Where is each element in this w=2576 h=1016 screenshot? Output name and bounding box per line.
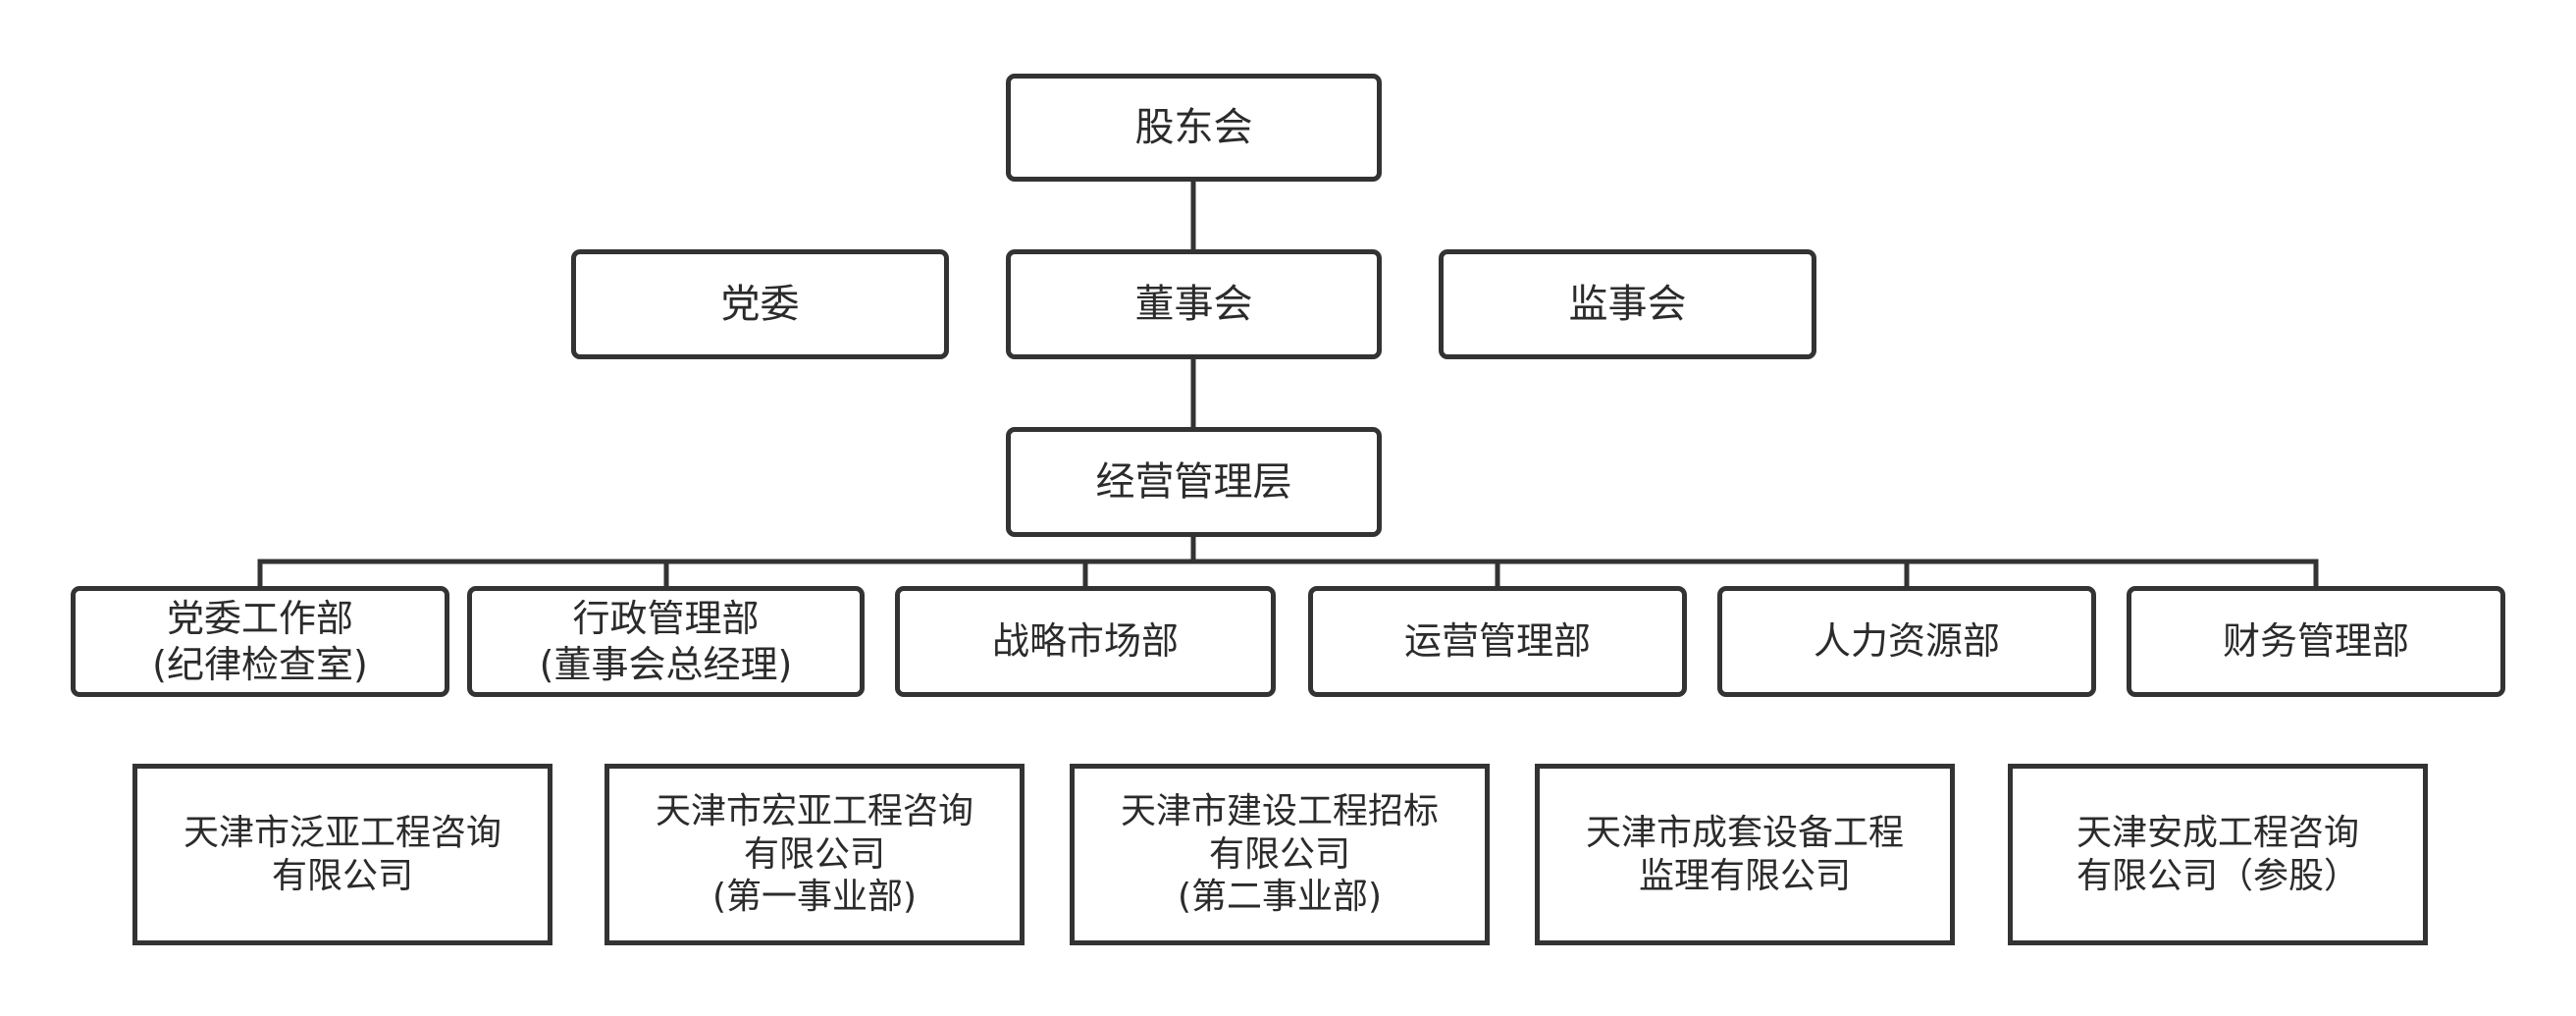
party-committee-box: 党委	[571, 249, 949, 359]
department-note: (纪律检查室)	[152, 642, 368, 686]
shareholders-label: 股东会	[1134, 104, 1253, 150]
department-name: 党委工作部	[166, 597, 353, 641]
department-administration: 行政管理部 (董事会总经理)	[467, 586, 865, 697]
board-box: 董事会	[1006, 249, 1382, 359]
department-party-work: 党委工作部 (纪律检查室)	[71, 586, 449, 697]
department-operations: 运营管理部	[1308, 586, 1687, 697]
subsidiary-name-line: 有限公司	[1208, 833, 1350, 875]
department-name: 行政管理部	[572, 597, 760, 641]
subsidiary-name-line: 天津安成工程咨询	[2076, 812, 2359, 853]
department-human-resources: 人力资源部	[1717, 586, 2096, 697]
management-box: 经营管理层	[1006, 427, 1382, 537]
subsidiary-name-line: 天津市宏亚工程咨询	[655, 790, 973, 831]
subsidiary-construction-bidding: 天津市建设工程招标 有限公司 (第二事业部)	[1070, 764, 1490, 945]
subsidiary-name-line: 监理有限公司	[1638, 855, 1851, 896]
supervisory-board-label: 监事会	[1568, 281, 1687, 327]
subsidiary-name-line: 有限公司	[743, 833, 885, 875]
department-name: 人力资源部	[1813, 619, 2000, 664]
subsidiary-name-line: 有限公司	[271, 855, 413, 896]
board-label: 董事会	[1134, 281, 1253, 327]
subsidiary-name-line: 有限公司（参股）	[2076, 855, 2359, 896]
subsidiary-name-line: 天津市泛亚工程咨询	[183, 812, 501, 853]
management-label: 经营管理层	[1095, 458, 1292, 505]
party-committee-label: 党委	[720, 281, 800, 327]
subsidiary-name-line: 天津市建设工程招标	[1120, 790, 1439, 831]
department-note: (董事会总经理)	[539, 642, 793, 686]
subsidiary-fanya: 天津市泛亚工程咨询 有限公司	[132, 764, 552, 945]
shareholders-box: 股东会	[1006, 74, 1382, 182]
subsidiary-note: (第一事业部)	[711, 877, 918, 918]
subsidiary-ancheng: 天津安成工程咨询 有限公司（参股）	[2008, 764, 2428, 945]
supervisory-board-box: 监事会	[1439, 249, 1816, 359]
department-strategy-market: 战略市场部	[895, 586, 1276, 697]
subsidiary-name-line: 天津市成套设备工程	[1585, 812, 1904, 853]
department-name: 财务管理部	[2222, 619, 2409, 664]
subsidiary-hongya: 天津市宏亚工程咨询 有限公司 (第一事业部)	[605, 764, 1025, 945]
department-name: 战略市场部	[991, 619, 1179, 664]
department-name: 运营管理部	[1403, 619, 1591, 664]
department-finance: 财务管理部	[2127, 586, 2505, 697]
subsidiary-equipment-supervision: 天津市成套设备工程 监理有限公司	[1535, 764, 1955, 945]
subsidiary-note: (第二事业部)	[1177, 877, 1383, 918]
